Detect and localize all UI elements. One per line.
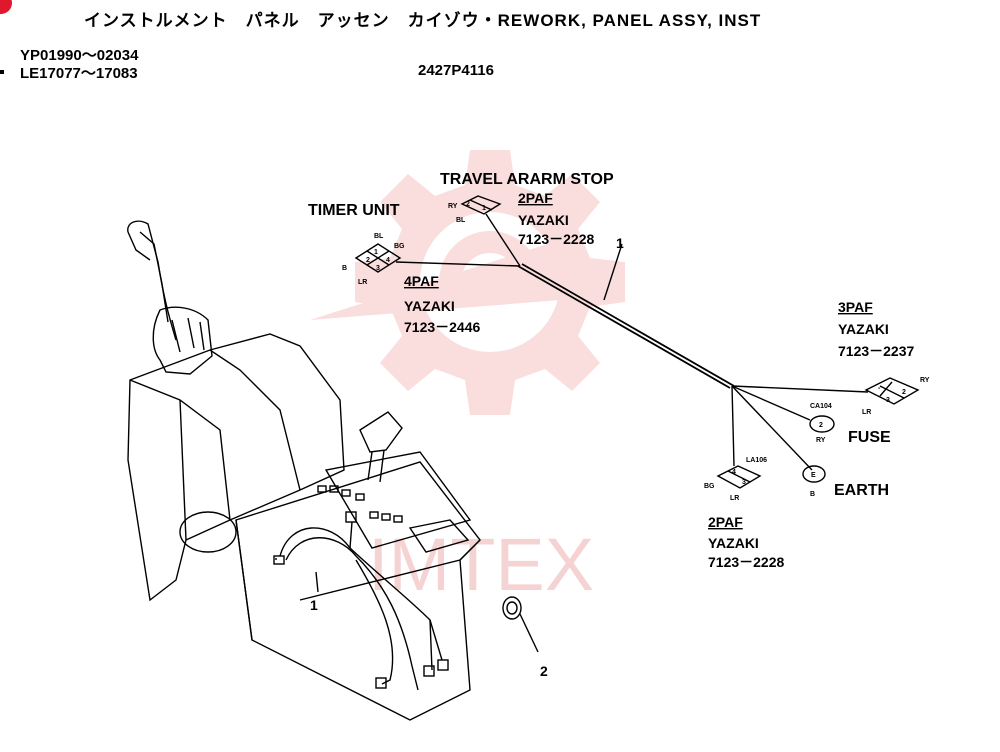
svg-text:7123－2228: 7123－2228 — [518, 231, 595, 247]
watermark-text: IMTEX — [368, 523, 594, 606]
svg-text:YAZAKI: YAZAKI — [404, 298, 455, 314]
svg-text:BG: BG — [704, 483, 715, 490]
svg-text:LR: LR — [862, 409, 871, 416]
svg-text:2PAF: 2PAF — [708, 514, 743, 530]
serial-range-1: YP01990～02034 — [20, 47, 139, 64]
svg-text:BL: BL — [374, 233, 384, 240]
svg-text:RY: RY — [920, 377, 930, 384]
connector-fuse: 2 CA104 RY FUSE — [809, 403, 891, 446]
connector-bottom-2paf: 4 3 LA106 BG LR 2PAF YAZAKI 7123－2228 — [704, 457, 785, 570]
svg-text:1: 1 — [374, 249, 378, 256]
svg-text:4: 4 — [732, 469, 736, 476]
svg-text:LR: LR — [730, 495, 739, 502]
instrument-panel-illustration — [127, 220, 481, 721]
svg-text:2: 2 — [819, 422, 823, 429]
label-travel-alarm: TRAVEL ARARM STOP — [440, 171, 614, 188]
label-timer-unit: TIMER UNIT — [308, 202, 400, 219]
svg-text:YAZAKI: YAZAKI — [708, 535, 759, 551]
svg-text:3: 3 — [742, 479, 746, 486]
svg-text:4: 4 — [386, 257, 390, 264]
svg-text:LA106: LA106 — [746, 457, 767, 464]
svg-text:1: 1 — [482, 205, 486, 212]
svg-text:7123－2446: 7123－2446 — [404, 319, 481, 335]
connector-3paf: - 2 3 RY LR 3PAF YAZAKI 7123－2237 — [838, 299, 930, 416]
callout-2: 2 — [540, 663, 548, 679]
wire-harness-1 — [395, 213, 869, 471]
svg-text:B: B — [810, 491, 815, 498]
svg-text:3: 3 — [376, 265, 380, 272]
svg-text:YAZAKI: YAZAKI — [518, 212, 569, 228]
svg-text:B: B — [342, 265, 347, 272]
label-travel-alarm-type: 2PAF — [518, 190, 553, 206]
svg-text:3PAF: 3PAF — [838, 299, 873, 315]
svg-text:CA104: CA104 — [810, 403, 832, 410]
margin-bullet — [0, 70, 4, 74]
svg-text:2: 2 — [466, 201, 470, 208]
callout-1-top: 1 — [616, 235, 624, 251]
corner-red-mark — [0, 0, 12, 14]
serial-range-2: LE17077～17083 — [20, 65, 138, 82]
label-fuse: FUSE — [848, 429, 891, 446]
watermark-logo — [310, 150, 625, 415]
svg-text:7123－2237: 7123－2237 — [838, 343, 915, 359]
connector-travel-alarm: 2 1 RY BL TRAVEL ARARM STOP 2PAF YAZAKI … — [440, 171, 614, 247]
connector-timer-unit: 1 2 4 3 BL BG B LR TIMER UNIT 4PAF YAZAK… — [308, 202, 481, 335]
page-title: インストルメント パネル アッセン カイゾウ・REWORK, PANEL ASS… — [84, 11, 762, 30]
svg-text:RY: RY — [816, 437, 826, 444]
svg-text:-: - — [878, 385, 881, 392]
svg-text:2: 2 — [902, 389, 906, 396]
callout-1-bottom: 1 — [310, 597, 318, 613]
svg-text:BL: BL — [456, 217, 466, 224]
svg-text:3: 3 — [886, 397, 890, 404]
grommet-part-2 — [502, 596, 539, 653]
svg-text:2: 2 — [366, 257, 370, 264]
svg-text:7123－2228: 7123－2228 — [708, 554, 785, 570]
svg-text:RY: RY — [448, 203, 458, 210]
svg-text:BG: BG — [394, 243, 405, 250]
svg-text:E: E — [811, 472, 816, 479]
connector-earth: E B EARTH — [802, 465, 889, 499]
svg-text:4PAF: 4PAF — [404, 273, 439, 289]
svg-text:LR: LR — [358, 279, 367, 286]
part-number: 2427P4116 — [418, 62, 494, 79]
svg-text:YAZAKI: YAZAKI — [838, 321, 889, 337]
label-earth: EARTH — [834, 482, 889, 499]
